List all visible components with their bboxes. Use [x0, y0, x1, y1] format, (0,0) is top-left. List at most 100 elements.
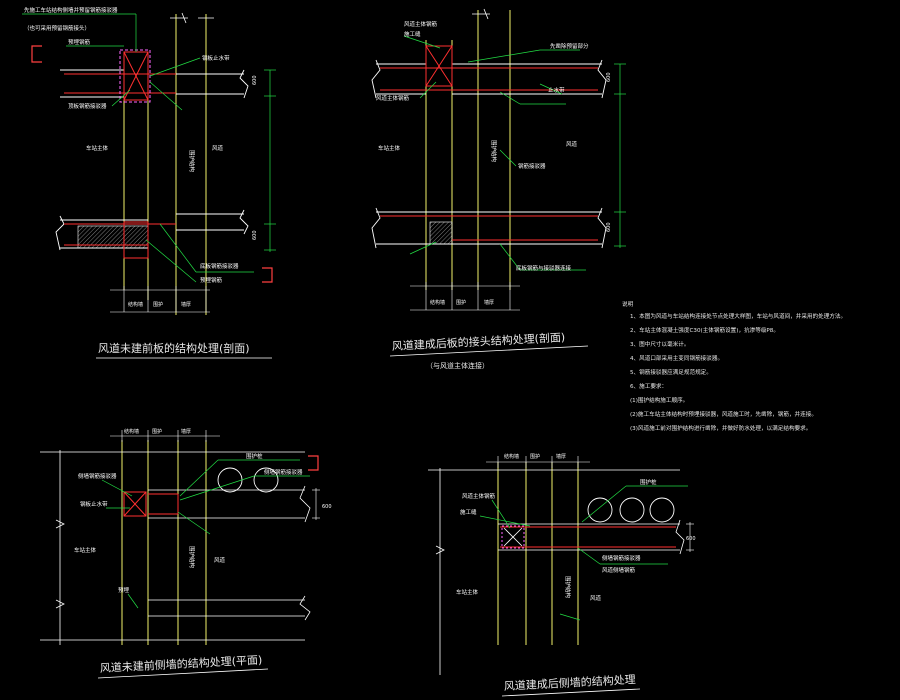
bottom-dimension: [410, 282, 520, 311]
drawing-title: 风道未建前板的结构处理(剖面): [98, 341, 250, 355]
dim-label: 600: [686, 536, 696, 542]
label: 围护结构: [564, 576, 572, 599]
label: 先施工车站结构侧墙并预留钢筋接驳器: [24, 6, 118, 14]
note-item: 5、钢筋接驳器应满足规范规定。: [630, 368, 712, 376]
label: 钢板止水带: [80, 500, 108, 508]
drawing-1-slab-section-before: 先施工车站结构侧墙并预留钢筋接驳器 （也可采用预留钢筋接头） 预埋钢筋 顶板钢筋…: [22, 6, 276, 359]
label: 侧墙钢筋接驳器: [602, 554, 641, 562]
label: 侧墙钢筋接驳器: [264, 468, 303, 476]
top-slab: [60, 69, 249, 99]
label: 围护结构: [188, 546, 196, 569]
title-underline: [501, 688, 641, 697]
dim-label: 结构墙: [504, 453, 519, 460]
section-marker: [31, 45, 42, 63]
label: 车站主体: [86, 144, 109, 152]
dim-label: 墙厚: [181, 301, 191, 308]
bottom-slab: [371, 207, 607, 249]
wall-rebar: [123, 491, 179, 517]
leader-lines: [403, 35, 586, 271]
wall-lines: [425, 10, 511, 290]
label: 围护桩: [246, 452, 263, 460]
side-dimension: [686, 522, 694, 552]
drawing-4-wall-after: 结构墙 围护 墙厚 600 风道主体钢筋 施工缝 围护桩 侧墙钢筋接驳器 风道侧…: [428, 453, 696, 697]
leader-lines: [101, 459, 310, 609]
outline: [40, 450, 311, 645]
label: 预埋钢筋: [200, 276, 223, 284]
drawing-subtitle: （与风道主体连接）: [426, 361, 489, 370]
leader-lines: [22, 13, 254, 283]
side-dimension: [312, 488, 320, 520]
dim-label: 围护: [530, 453, 540, 460]
leader-lines: [479, 485, 688, 621]
drawing-2-slab-section-after: 风道主体钢筋 施工缝 先凿除预留部分 止水带 车站主体 风道 围护结构 风道主体…: [371, 8, 626, 370]
note-item: 2、车站主体混凝土强度C30(主体钢筋设置)，抗渗等级P8。: [630, 326, 779, 334]
dim-label: 围护: [153, 301, 163, 308]
label: 预埋钢筋: [68, 38, 91, 46]
notes-block: 说明 1、本图为风道与车站结构连接处节点处理大样图，车站与风道间，并采用的处理方…: [622, 300, 846, 432]
pile-circles: [587, 497, 675, 523]
wall-lines: [121, 440, 207, 645]
drawing-title: 风道未建前侧墙的结构处理(平面): [99, 653, 262, 675]
drawing-title: 风道建成后侧墙的结构处理: [503, 672, 636, 693]
label: 先凿除预留部分: [550, 42, 589, 50]
label: 施工缝: [404, 30, 421, 38]
label: 风道主体钢筋: [376, 94, 410, 102]
label: 钢板止水带: [202, 54, 230, 62]
top-rebar: [380, 45, 598, 91]
label: 止水带: [548, 86, 565, 94]
label: 底板钢筋接驳器: [200, 262, 239, 270]
break-mark: [170, 12, 214, 24]
gap-box: [501, 525, 525, 549]
note-item: 6、施工要求：: [630, 382, 667, 390]
label: 预埋: [118, 586, 130, 594]
note-item: 3、图中尺寸以毫米计。: [630, 340, 690, 348]
note-item: 4、风道口部采用主变同钢筋接驳器。: [630, 354, 723, 362]
label: 风道: [566, 140, 578, 148]
section-marker: [262, 267, 273, 283]
label: 围护结构: [490, 140, 498, 163]
top-slab: [371, 59, 607, 99]
dim-label: 600: [252, 230, 258, 240]
note-item: 1、本图为风道与车站结构连接处节点处理大样图，车站与风道间，并采用的处理方法。: [630, 312, 846, 320]
title-underline: [389, 345, 589, 357]
drawing-3-wall-plan-before: 结构墙 围护 墙厚 600 侧墙钢筋接驳器 钢板止水带 围护桩 侧墙钢筋接驳器 …: [40, 428, 332, 679]
dim-label: 墙厚: [484, 299, 494, 306]
dim-label: 墙厚: [556, 453, 566, 460]
wall-rebar: [500, 526, 676, 548]
label: 车站主体: [456, 588, 479, 596]
dim-label: 围护: [456, 299, 466, 306]
label: 侧墙钢筋接驳器: [78, 472, 117, 480]
label: 风道: [590, 594, 602, 602]
bottom-hatch: [429, 221, 453, 245]
label: 围护结构: [188, 150, 196, 173]
bottom-dimension: [110, 286, 210, 313]
notes-heading: 说明: [622, 300, 634, 308]
dim-label: 600: [252, 75, 258, 85]
note-item: (1)围护结构施工顺序。: [630, 396, 688, 404]
label: 顶板钢筋接驳器: [68, 102, 107, 110]
label: （也可采用预留钢筋接头）: [24, 24, 90, 32]
drawing-title: 风道建成后板的接头结构处理(剖面): [391, 330, 565, 353]
label: 底板钢筋与接驳器连接: [516, 264, 572, 272]
label: 风道主体钢筋: [462, 492, 496, 500]
label: 风道: [212, 144, 224, 152]
section-marker: [308, 455, 319, 471]
break-mark: [472, 8, 490, 20]
label: 施工缝: [460, 508, 477, 516]
label: 车站主体: [74, 546, 97, 554]
vertical-dimension: [264, 69, 276, 252]
label: 风道主体钢筋: [404, 20, 438, 28]
bottom-rebar: [64, 221, 176, 259]
dim-label: 600: [606, 222, 612, 232]
wall-lines: [497, 462, 579, 645]
dim-label: 围护: [152, 428, 162, 435]
bottom-rebar: [380, 215, 598, 241]
label: 风道: [214, 556, 226, 564]
dim-label: 结构墙: [124, 428, 139, 435]
label: 围护桩: [640, 478, 657, 486]
title-underline: [97, 668, 269, 679]
top-dimension: [110, 430, 220, 442]
vertical-dimension: [614, 63, 626, 248]
dim-label: 墙厚: [181, 428, 191, 435]
outline: [428, 468, 685, 675]
